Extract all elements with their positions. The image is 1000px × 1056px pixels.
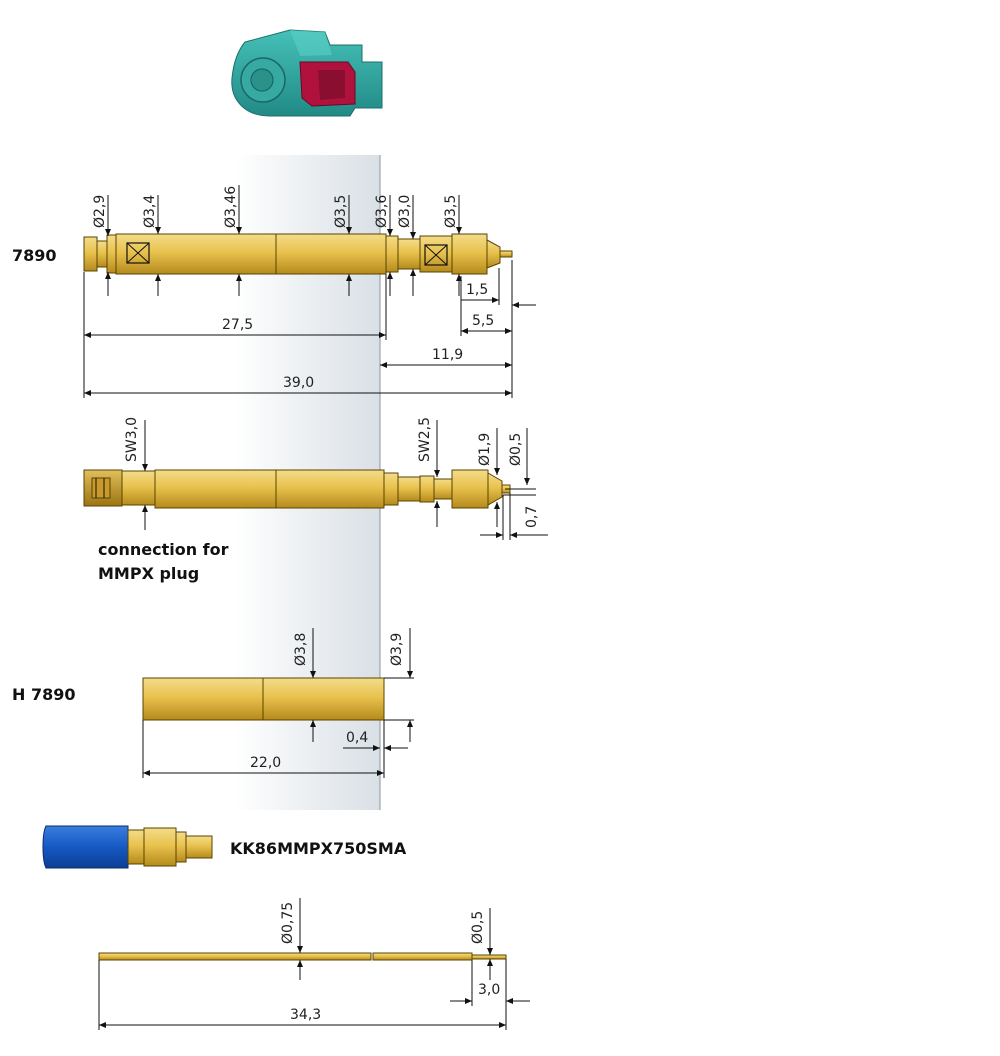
mmpx-callouts [142, 420, 548, 540]
receptacle-body [142, 677, 385, 721]
probe-len-2: 5,5 [472, 313, 494, 329]
pin-body [98, 952, 507, 961]
mmpx-note-line1: connection for [98, 540, 229, 559]
probe-len-5: 39,0 [283, 375, 314, 391]
mmpx-dia-2: Ø0,5 [508, 433, 524, 466]
mmpx-note-line2: MMPX plug [98, 564, 199, 583]
probe-label: 7890 [12, 246, 57, 265]
mmpx-sw-1: SW3,0 [124, 417, 140, 462]
mmpx-probe-body [83, 469, 511, 509]
fakra-connector-image [231, 29, 383, 117]
mmpx-dia-1: Ø1,9 [477, 433, 493, 466]
pin-dia-2: Ø0,5 [470, 911, 486, 944]
probe-dia-2: Ø3,4 [142, 195, 158, 228]
probe-length-dims [83, 260, 536, 398]
receptacle-len-2: 22,0 [250, 755, 281, 771]
probe-dia-4: Ø3,5 [333, 195, 349, 228]
probe-diameter-callouts [105, 185, 462, 296]
receptacle-dia-2: Ø3,9 [389, 633, 405, 666]
receptacle-len-1: 0,4 [346, 730, 368, 746]
probe-body [83, 233, 513, 275]
receptacle-dia-1: Ø3,8 [293, 633, 309, 666]
pin-len-2: 34,3 [290, 1007, 321, 1023]
cable-image [42, 825, 213, 869]
cable-label: KK86MMPX750SMA [230, 839, 407, 858]
receptacle-label: H 7890 [12, 685, 76, 704]
pin-len-1: 3,0 [478, 982, 500, 998]
mmpx-sw-2: SW2,5 [417, 417, 433, 462]
probe-dia-1: Ø2,9 [92, 195, 108, 228]
probe-dia-5: Ø3,6 [374, 195, 390, 228]
probe-dia-3: Ø3,46 [223, 186, 239, 228]
probe-dia-6: Ø3,0 [397, 195, 413, 228]
probe-len-4: 11,9 [432, 347, 463, 363]
receptacle-callouts [142, 628, 414, 778]
mmpx-len-1: 0,7 [524, 506, 540, 528]
pin-dia-1: Ø0,75 [280, 902, 296, 944]
probe-len-3: 27,5 [222, 317, 253, 333]
probe-len-1: 1,5 [466, 282, 488, 298]
probe-dia-7: Ø3,5 [443, 195, 459, 228]
pin-callouts [98, 898, 530, 1030]
